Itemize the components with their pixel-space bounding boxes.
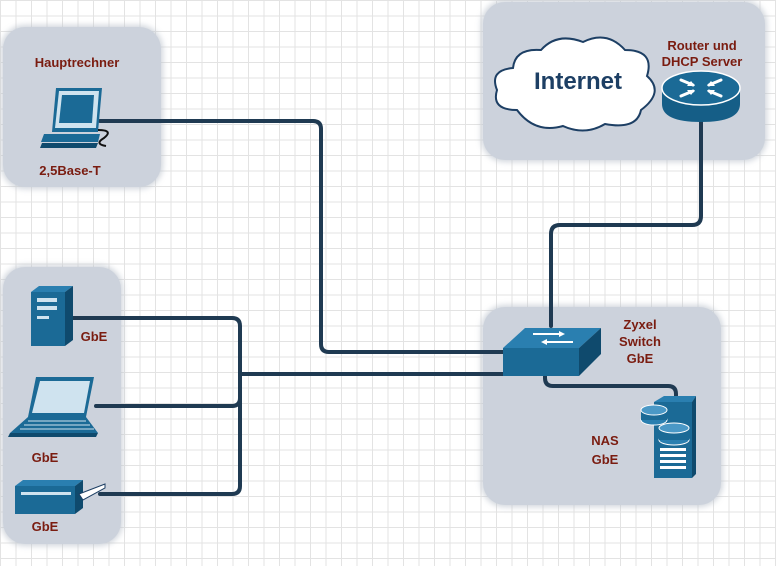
server-link-label: GbE — [80, 329, 108, 344]
router-icon — [661, 70, 741, 122]
router-name-line2: DHCP Server — [661, 54, 743, 69]
switch-name-line2: Switch — [619, 334, 661, 349]
internet-label: Internet — [534, 68, 623, 95]
internet-cloud-icon — [494, 36, 656, 132]
nas-link-label: GbE — [591, 452, 619, 467]
switch-name-line3: GbE — [626, 351, 654, 366]
switch-icon — [503, 328, 601, 376]
desktop-computer-icon — [40, 88, 109, 148]
server-tower-icon — [31, 286, 73, 346]
cable-router — [549, 118, 703, 328]
laptop-link-label: GbE — [31, 450, 59, 465]
router-name-line1: Router und — [667, 38, 737, 53]
printer-link-label: GbE — [31, 519, 59, 534]
switch-name-line1: Zyxel — [623, 317, 657, 332]
laptop-icon — [8, 377, 98, 437]
printer-icon — [15, 480, 106, 514]
cable-main-pc — [98, 119, 508, 354]
cable-server — [64, 316, 242, 496]
cable-nas — [543, 370, 678, 408]
main-pc-name: Hauptrechner — [34, 55, 120, 70]
cable-laptop — [94, 396, 242, 408]
nas-storage-icon — [640, 396, 696, 478]
nas-name: NAS — [591, 433, 619, 448]
main-pc-link-label: 2,5Base-T — [39, 163, 101, 178]
